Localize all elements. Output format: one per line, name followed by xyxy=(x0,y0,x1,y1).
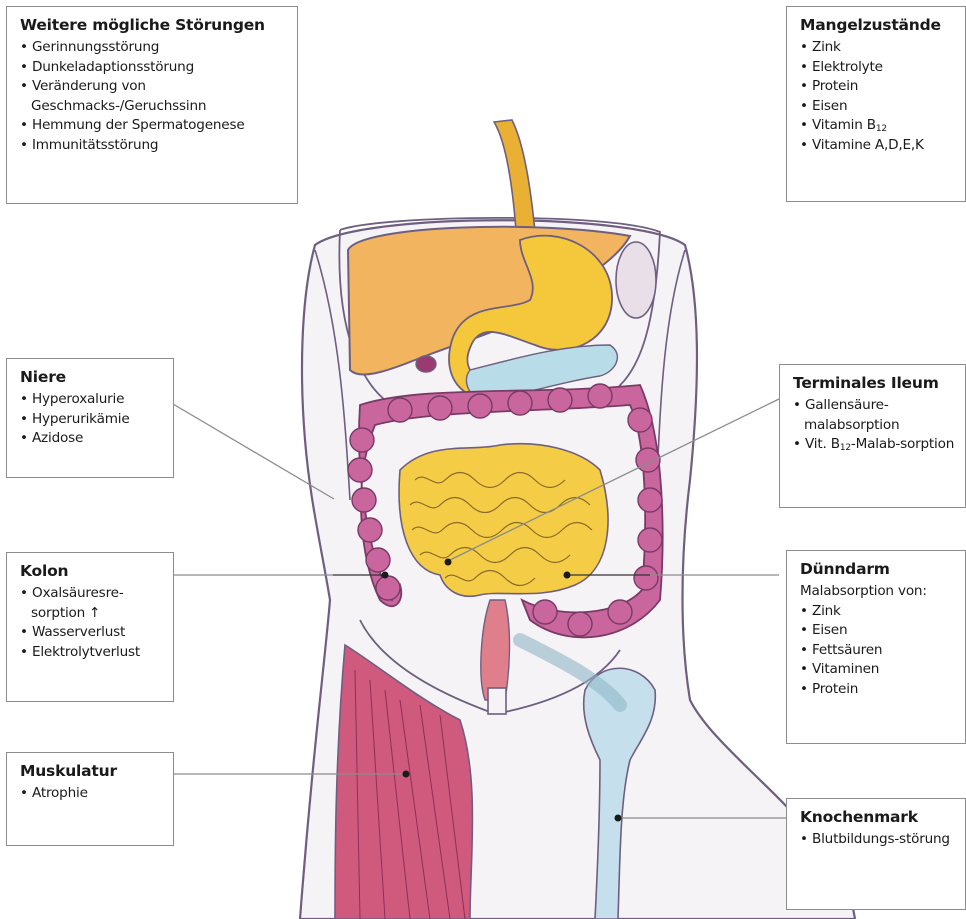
item-text: Zink xyxy=(812,603,841,619)
item-list: HyperoxalurieHyperurikämieAzidose xyxy=(20,390,163,449)
item-text: Vitamine A,D,E,K xyxy=(812,137,924,153)
item-text: Vitaminen xyxy=(812,661,879,677)
subscript-text: 12 xyxy=(840,443,851,453)
box-title: Niere xyxy=(20,368,163,386)
list-item: Elektrolytverlust xyxy=(20,643,163,663)
item-text: Azidose xyxy=(32,430,83,446)
list-item: Veränderung von Geschmacks-/Geruchssinn xyxy=(20,77,287,116)
esophagus xyxy=(494,120,535,232)
item-text: Eisen xyxy=(812,98,847,114)
item-list: Oxalsäuresre-sorption ↑ WasserverlustElek… xyxy=(20,584,163,662)
item-text: Atrophie xyxy=(32,785,88,801)
item-text: Gerinnungsstörung xyxy=(32,39,159,55)
item-text: Immunitätsstörung xyxy=(32,137,158,153)
list-item: Zink xyxy=(800,38,955,58)
item-text: Vitamin B xyxy=(812,117,876,133)
box-kolon: Kolon Oxalsäuresre-sorption ↑ Wasserverlu… xyxy=(6,552,174,702)
list-item: Protein xyxy=(800,680,955,700)
spleen xyxy=(616,242,656,318)
list-item: Zink xyxy=(800,602,955,622)
box-duenndarm: Dünndarm Malabsorption von: ZinkEisenFet… xyxy=(786,550,966,744)
list-item: Hyperurikämie xyxy=(20,410,163,430)
box-muskulatur: Muskulatur Atrophie xyxy=(6,752,174,846)
item-text: Hyperoxalurie xyxy=(32,391,124,407)
item-text: Hyperurikämie xyxy=(32,411,130,427)
list-item: Oxalsäuresre-sorption ↑ xyxy=(20,584,163,623)
item-text: Zink xyxy=(812,39,841,55)
box-title: Kolon xyxy=(20,562,163,580)
pubic-symphysis xyxy=(488,688,506,714)
item-list: ZinkEisenFettsäurenVitaminenProtein xyxy=(800,602,955,700)
item-text: Protein xyxy=(812,681,858,697)
list-item: Atrophie xyxy=(20,784,163,804)
list-item: Blutbildungs-störung xyxy=(800,830,955,850)
list-item: Vitaminen xyxy=(800,660,955,680)
item-text: Elektrolytverlust xyxy=(32,644,140,660)
list-item: Azidose xyxy=(20,429,163,449)
item-text: Vit. B xyxy=(805,436,840,452)
box-title: Knochenmark xyxy=(800,808,955,826)
list-item: Vitamin B12 xyxy=(800,116,955,136)
item-text: Fettsäuren xyxy=(812,642,882,658)
list-item: Protein xyxy=(800,77,955,97)
box-niere: Niere HyperoxalurieHyperurikämieAzidose xyxy=(6,358,174,478)
box-terminales-ileum: Terminales Ileum Gallensäure-malabsorpti… xyxy=(779,364,966,508)
list-item: Vit. B12-Malab-sorption xyxy=(793,435,955,455)
subscript-text: 12 xyxy=(876,124,887,134)
box-title: Weitere mögliche Störungen xyxy=(20,16,287,34)
item-text: Dunkeladaptionsstörung xyxy=(32,59,194,75)
item-text: Protein xyxy=(812,78,858,94)
box-title: Terminales Ileum xyxy=(793,374,955,392)
item-text: Blutbildungs-störung xyxy=(812,831,950,847)
box-weitere-stoerungen: Weitere mögliche Störungen Gerinnungsstö… xyxy=(6,6,298,204)
box-title: Muskulatur xyxy=(20,762,163,780)
box-title: Mangelzustände xyxy=(800,16,955,34)
item-text: Veränderung von Geschmacks-/Geruchssinn xyxy=(31,78,206,114)
item-text: Oxalsäuresre-sorption ↑ xyxy=(31,585,124,621)
item-list: Atrophie xyxy=(20,784,163,804)
list-item: Eisen xyxy=(800,621,955,641)
list-item: Dunkeladaptionsstörung xyxy=(20,58,287,78)
box-knochenmark: Knochenmark Blutbildungs-störung xyxy=(786,798,966,910)
list-item: Wasserverlust xyxy=(20,623,163,643)
list-item: Immunitätsstörung xyxy=(20,136,287,156)
box-title: Dünndarm xyxy=(800,560,955,578)
list-item: Vitamine A,D,E,K xyxy=(800,136,955,156)
item-list: GerinnungsstörungDunkeladaptionsstörungV… xyxy=(20,38,287,156)
list-item: Eisen xyxy=(800,97,955,117)
list-item: Hyperoxalurie xyxy=(20,390,163,410)
list-item: Fettsäuren xyxy=(800,641,955,661)
item-list: Gallensäure-malabsorptionVit. B12-Malab-… xyxy=(793,396,955,455)
item-text: Gallensäure-malabsorption xyxy=(804,397,899,433)
list-item: Elektrolyte xyxy=(800,58,955,78)
gallbladder xyxy=(416,356,436,372)
item-text: Eisen xyxy=(812,622,847,638)
list-item: Hemmung der Spermatogenese xyxy=(20,116,287,136)
item-list: Blutbildungs-störung xyxy=(800,830,955,850)
item-text: Wasserverlust xyxy=(32,624,125,640)
list-item: Gerinnungsstörung xyxy=(20,38,287,58)
box-lead-text: Malabsorption von: xyxy=(800,582,955,602)
item-text: -Malab-sorption xyxy=(851,436,954,452)
item-list: ZinkElektrolyteProteinEisenVitamin B12Vi… xyxy=(800,38,955,156)
list-item: Gallensäure-malabsorption xyxy=(793,396,955,435)
item-text: Elektrolyte xyxy=(812,59,883,75)
item-text: Hemmung der Spermatogenese xyxy=(32,117,245,133)
box-mangelzustaende: Mangelzustände ZinkElektrolyteProteinEis… xyxy=(786,6,966,202)
